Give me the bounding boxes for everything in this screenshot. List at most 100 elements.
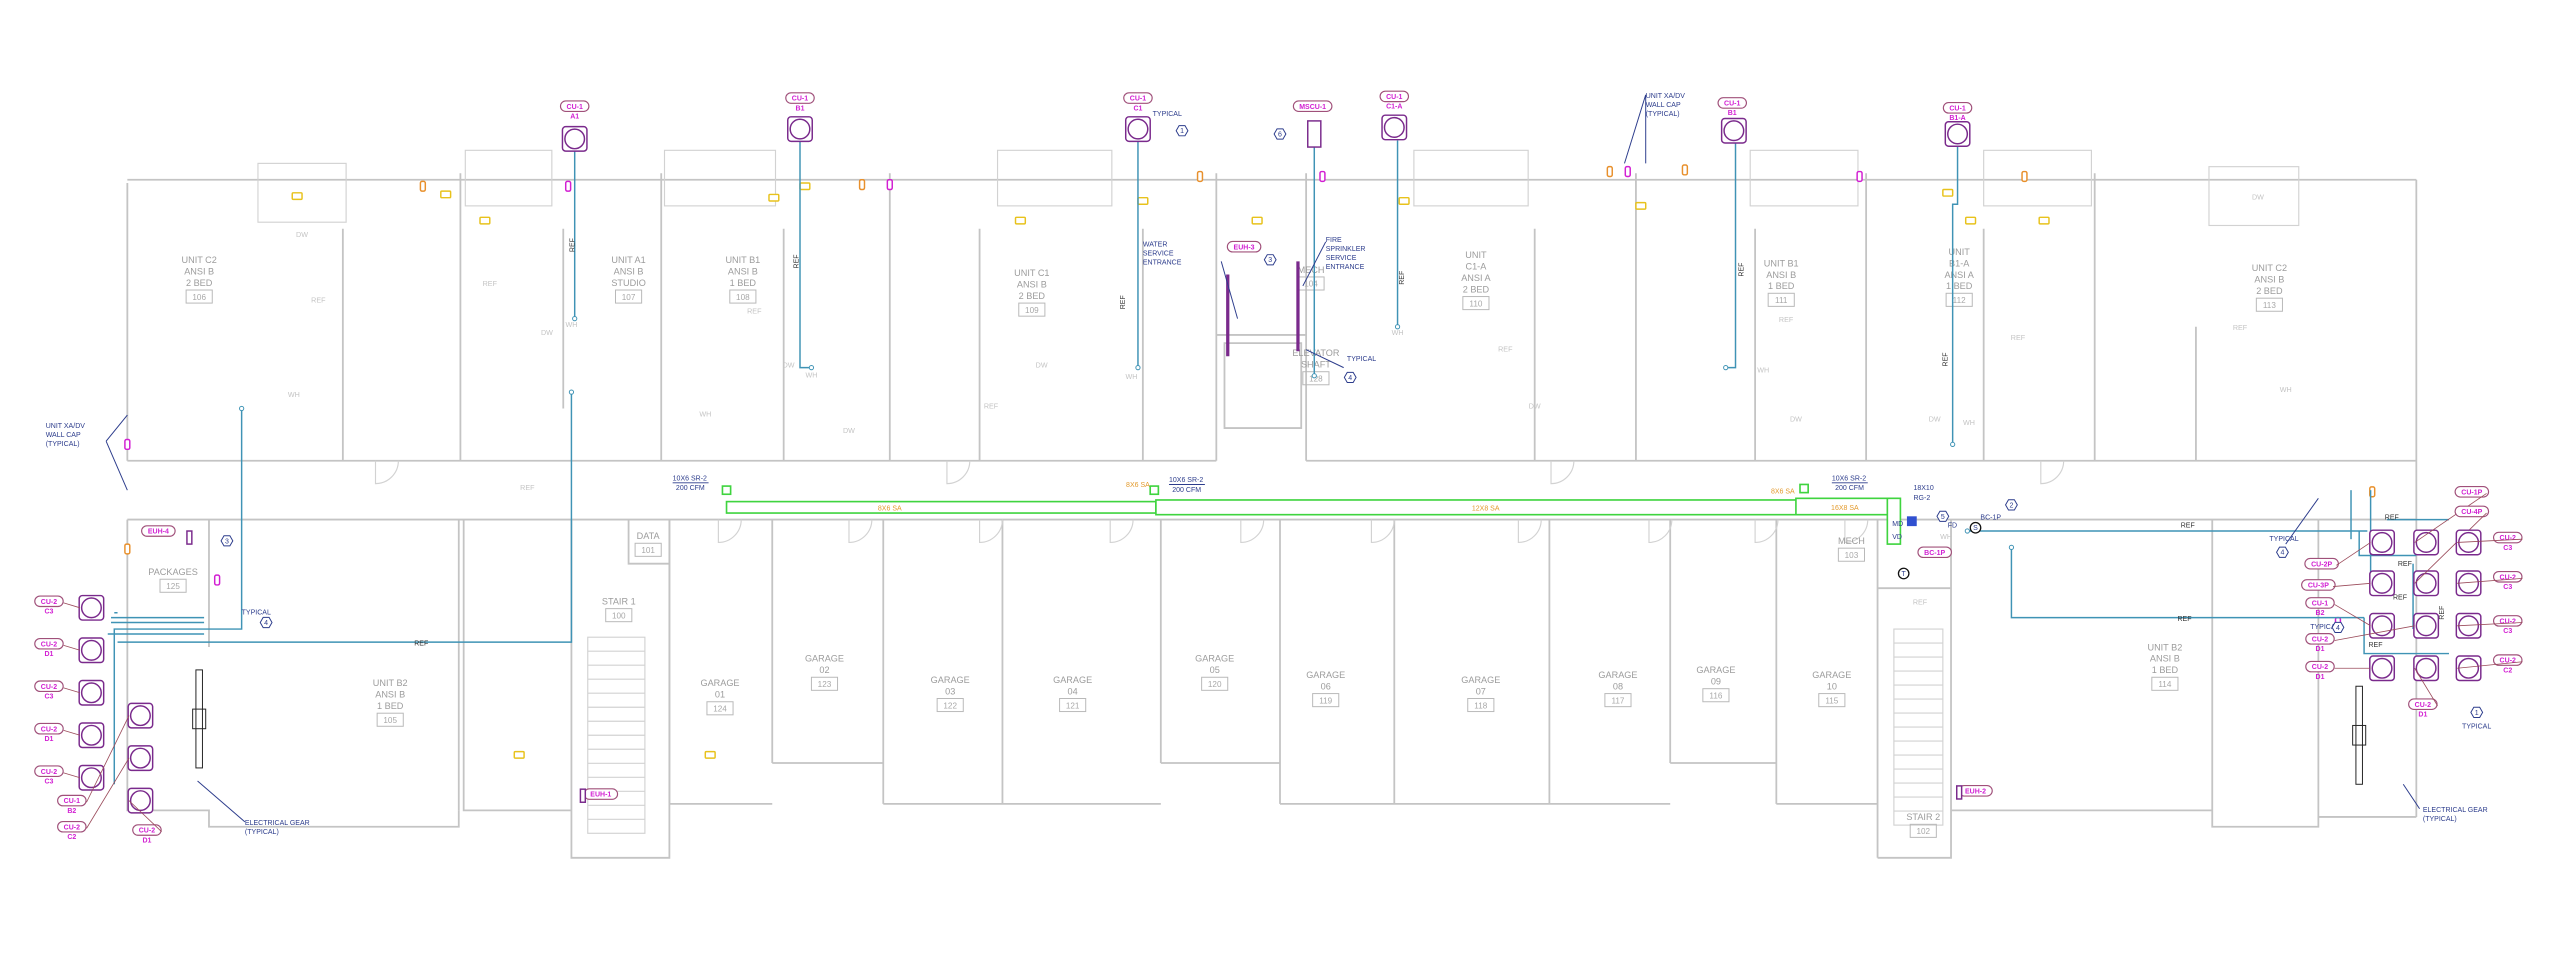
condenser-fan-icon xyxy=(129,705,151,727)
pipe-end xyxy=(568,389,575,395)
tag-leader xyxy=(2414,668,2438,707)
room-name-line: 02 xyxy=(819,665,829,675)
annotation-text: WALL CAP xyxy=(46,432,81,439)
annotation-text: BC-1P xyxy=(1980,515,2001,522)
fixture-label: REF xyxy=(1913,599,1928,607)
refrigerant-line xyxy=(113,408,243,785)
condensing-unit: MSCU-1 xyxy=(1292,100,1333,148)
condenser-fan-icon xyxy=(2415,572,2437,594)
condenser-tag: CU-2 xyxy=(41,726,57,733)
room-name-line: 03 xyxy=(945,686,955,696)
fixture-label: DW xyxy=(541,329,553,337)
room-name-line: GARAGE xyxy=(1696,665,1735,675)
room-name-line: UNIT xyxy=(1465,250,1487,260)
tag-outline xyxy=(2454,505,2490,518)
pipe-end xyxy=(1394,324,1401,330)
tag-outline xyxy=(559,100,590,113)
door-swing xyxy=(1109,519,1134,544)
ref-line-label: REF xyxy=(2177,616,2191,623)
annotation-text: WATER xyxy=(1143,242,1168,249)
room-name-line: ANSI B xyxy=(1766,270,1796,280)
wall-cap-marker xyxy=(1856,170,1863,183)
condenser-subtag: B2 xyxy=(67,808,76,815)
room-number: 104 xyxy=(1304,280,1318,289)
condensing-unit: CU-2C3 xyxy=(34,594,105,621)
tag-outline xyxy=(2305,633,2335,645)
annotation-text: TYPICAL xyxy=(2462,724,2491,731)
condenser-tag: CU-4P xyxy=(2461,509,2482,516)
tag-leader xyxy=(2414,512,2487,584)
tag-leader xyxy=(2334,604,2371,627)
pipe-end xyxy=(1311,373,1317,379)
condensing-unit: CU-2C3 xyxy=(2455,529,2523,556)
keynote-hexagon-icon xyxy=(2331,621,2345,634)
room-name-line: 2 BED xyxy=(1019,291,1046,301)
condenser-subtag: B1-A xyxy=(1949,115,1965,122)
condenser-tag: CU-1 xyxy=(1724,101,1740,108)
electrical-panel-icon xyxy=(2352,724,2367,746)
condenser-tag: CU-2 xyxy=(2312,636,2328,643)
room-name-line: UNIT C2 xyxy=(2252,263,2287,273)
tag-outline xyxy=(2454,486,2490,498)
room-name-line: PACKAGES xyxy=(148,567,198,577)
keynote-number: 5 xyxy=(1941,514,1945,521)
room-number-box xyxy=(1767,292,1795,307)
tag-outline xyxy=(34,680,64,693)
condensing-unit: CU-2D1 xyxy=(34,637,105,664)
keynote-number: 4 xyxy=(2336,625,2340,632)
fixture-label: REF xyxy=(984,402,999,410)
room-name-line: GARAGE xyxy=(805,654,844,664)
tag-leader xyxy=(2414,493,2487,543)
wall-cap-marker xyxy=(124,438,131,451)
tag-outline xyxy=(2305,660,2335,673)
annotation-text: FIRE xyxy=(1326,237,1342,244)
tag-outline xyxy=(1123,92,1153,104)
room-number: 118 xyxy=(1474,701,1487,710)
room-name-line: MECH xyxy=(1838,536,1865,546)
room-name-line: ANSI B xyxy=(614,266,644,276)
fixture-label: REF xyxy=(520,484,535,492)
leader-line xyxy=(1305,349,1344,369)
room-number: 121 xyxy=(1066,701,1080,710)
leader-line xyxy=(1302,241,1327,287)
condensing-unit: CU-1B2 xyxy=(57,702,154,815)
room-number-box xyxy=(936,698,964,713)
refrigerant-line xyxy=(117,392,573,643)
tag-leader xyxy=(63,644,81,651)
equipment-tag: BC-1P xyxy=(1924,550,1945,557)
tag-outline xyxy=(1717,97,1748,109)
tag-outline xyxy=(2305,597,2335,609)
duct-drop xyxy=(1886,497,1902,545)
room-number-box xyxy=(1702,688,1730,703)
room-number: 117 xyxy=(1611,696,1624,705)
room-number: 115 xyxy=(1825,696,1838,705)
room-name-line: 2 BED xyxy=(186,278,213,288)
ref-line-label: REF xyxy=(2393,595,2407,602)
condenser-fan-icon xyxy=(80,597,102,619)
supply-register xyxy=(721,485,732,496)
condenser-tag: CU-2P xyxy=(2311,561,2332,568)
room-number-box xyxy=(1302,371,1330,386)
room-number-box xyxy=(1837,547,1865,562)
room-name-line: 08 xyxy=(1613,682,1623,692)
keynote-number: 6 xyxy=(1278,131,1282,138)
ref-line-label: REF xyxy=(2181,523,2195,530)
fixture-label: REF xyxy=(1779,316,1794,324)
condenser-tag: CU-2 xyxy=(2312,664,2328,671)
fixture-label: REF xyxy=(2233,324,2248,332)
balcony xyxy=(1413,149,1529,207)
condenser-subtag: C3 xyxy=(44,778,53,785)
diffuser-cfm: 200 CFM xyxy=(1835,485,1864,492)
fixture-label: DW xyxy=(1790,416,1802,424)
tag-leader xyxy=(86,715,130,803)
balcony xyxy=(1983,149,2092,207)
tag-leader xyxy=(2457,538,2523,543)
room-number: 110 xyxy=(1469,299,1482,308)
